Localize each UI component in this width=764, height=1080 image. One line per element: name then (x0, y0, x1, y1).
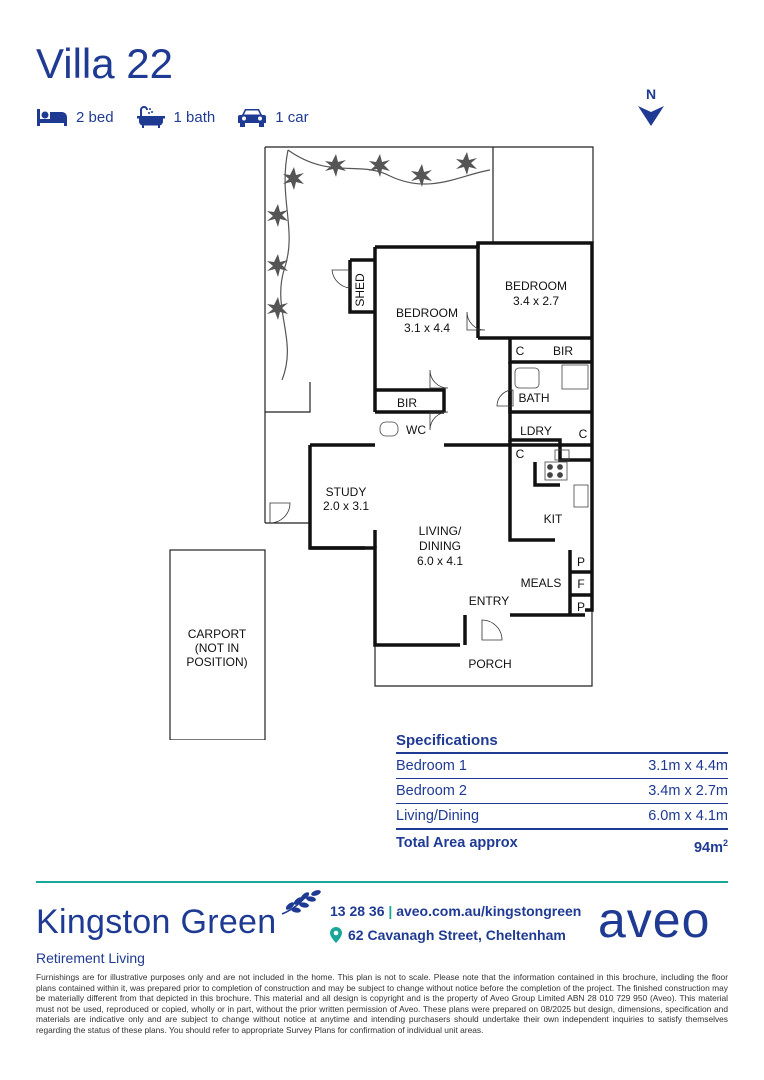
specifications-table: Specifications Bedroom 1 3.1m x 4.4m Bed… (396, 730, 728, 856)
brand-name: Kingston Green (36, 903, 277, 941)
garden-plants (267, 152, 477, 320)
leaf-icon (281, 890, 321, 915)
bath-feature: 1 bath (136, 106, 216, 128)
wc-label: WC (406, 423, 426, 437)
laundry-label: LDRY (520, 424, 552, 438)
fixtures (379, 364, 589, 508)
north-arrow-icon (638, 106, 664, 126)
spec-value: 3.4m x 2.7m (648, 783, 728, 799)
bir2-label: BIR (397, 396, 417, 410)
spec-row: Bedroom 1 3.1m x 4.4m (396, 754, 728, 779)
spec-row: Living/Dining 6.0m x 4.1m (396, 804, 728, 829)
site-boundaries (169, 146, 594, 740)
door-swings (269, 269, 514, 641)
bedroom2-label: BEDROOM (505, 279, 567, 293)
north-label: N (645, 86, 657, 102)
spec-value: 3.1m x 4.4m (648, 758, 728, 774)
fridge-label: F (577, 577, 584, 591)
car-count: 1 car (275, 108, 309, 126)
aveo-logo: aveo (598, 892, 711, 948)
study-label: STUDY (326, 485, 367, 499)
carport-note2: POSITION) (186, 655, 247, 669)
bir1-label: BIR (553, 344, 573, 358)
specifications-title: Specifications (396, 730, 728, 754)
feature-summary: 2 bed 1 bath 1 car (36, 104, 331, 130)
total-area-row: Total Area approx 94m2 (396, 829, 728, 856)
total-area-value: 94m2 (693, 838, 728, 856)
pantry1-label: P (577, 555, 585, 569)
bed-count: 2 bed (76, 108, 114, 126)
bed-feature: 2 bed (36, 107, 114, 127)
address-line: 62 Cavanagh Street, Cheltenham (330, 925, 581, 945)
spec-label: Bedroom 1 (396, 758, 467, 774)
bed-icon (37, 109, 67, 126)
footer-divider (36, 881, 728, 883)
spec-label: Living/Dining (396, 808, 480, 824)
carport-note1: (NOT IN (195, 641, 239, 655)
dining-label: DINING (419, 539, 461, 553)
car-feature: 1 car (237, 106, 309, 128)
carport-label: CARPORT (188, 627, 247, 641)
website-link[interactable]: aveo.com.au/kingstongreen (396, 903, 582, 919)
house-walls (308, 241, 594, 647)
page-title: Villa 22 (36, 40, 173, 87)
spec-label: Bedroom 2 (396, 783, 467, 799)
living-label: LIVING/ (419, 524, 462, 538)
closet1-label: C (516, 344, 525, 358)
spec-row: Bedroom 2 3.4m x 2.7m (396, 779, 728, 804)
bedroom2-size: 3.4 x 2.7 (513, 294, 559, 308)
closet2-label: C (579, 427, 588, 441)
north-compass: N (636, 86, 666, 132)
study-size: 2.0 x 3.1 (323, 499, 369, 513)
contact-separator: | (388, 903, 393, 919)
bedroom1-label: BEDROOM (396, 306, 458, 320)
entry-label: ENTRY (469, 594, 509, 608)
bath-count: 1 bath (173, 108, 216, 126)
spec-value: 6.0m x 4.1m (648, 808, 728, 824)
kitchen-label: KIT (544, 512, 563, 526)
living-size: 6.0 x 4.1 (417, 554, 463, 568)
porch-label: PORCH (468, 657, 511, 671)
bedroom1-size: 3.1 x 4.4 (404, 321, 450, 335)
shed-label: SHED (353, 273, 367, 307)
floor-plan: SHED BEDROOM 3.1 x 4.4 BEDROOM 3.4 x 2.7… (169, 146, 594, 740)
phone-number[interactable]: 13 28 36 (330, 903, 385, 919)
bath-icon (136, 106, 165, 128)
brand-subtitle: Retirement Living (36, 950, 145, 966)
closet3-label: C (516, 447, 525, 461)
car-icon (238, 109, 267, 127)
bath-label: BATH (518, 391, 549, 405)
disclaimer-text: Furnishings are for illustrative purpose… (36, 972, 728, 1035)
contact-info: 13 28 36 | aveo.com.au/kingstongreen 62 … (330, 901, 581, 945)
contact-line: 13 28 36 | aveo.com.au/kingstongreen (330, 901, 581, 921)
total-area-label: Total Area approx (396, 835, 518, 851)
address: 62 Cavanagh Street, Cheltenham (348, 927, 566, 943)
meals-label: MEALS (521, 576, 562, 590)
location-pin-icon (330, 927, 342, 943)
pantry2-label: P (577, 600, 585, 614)
